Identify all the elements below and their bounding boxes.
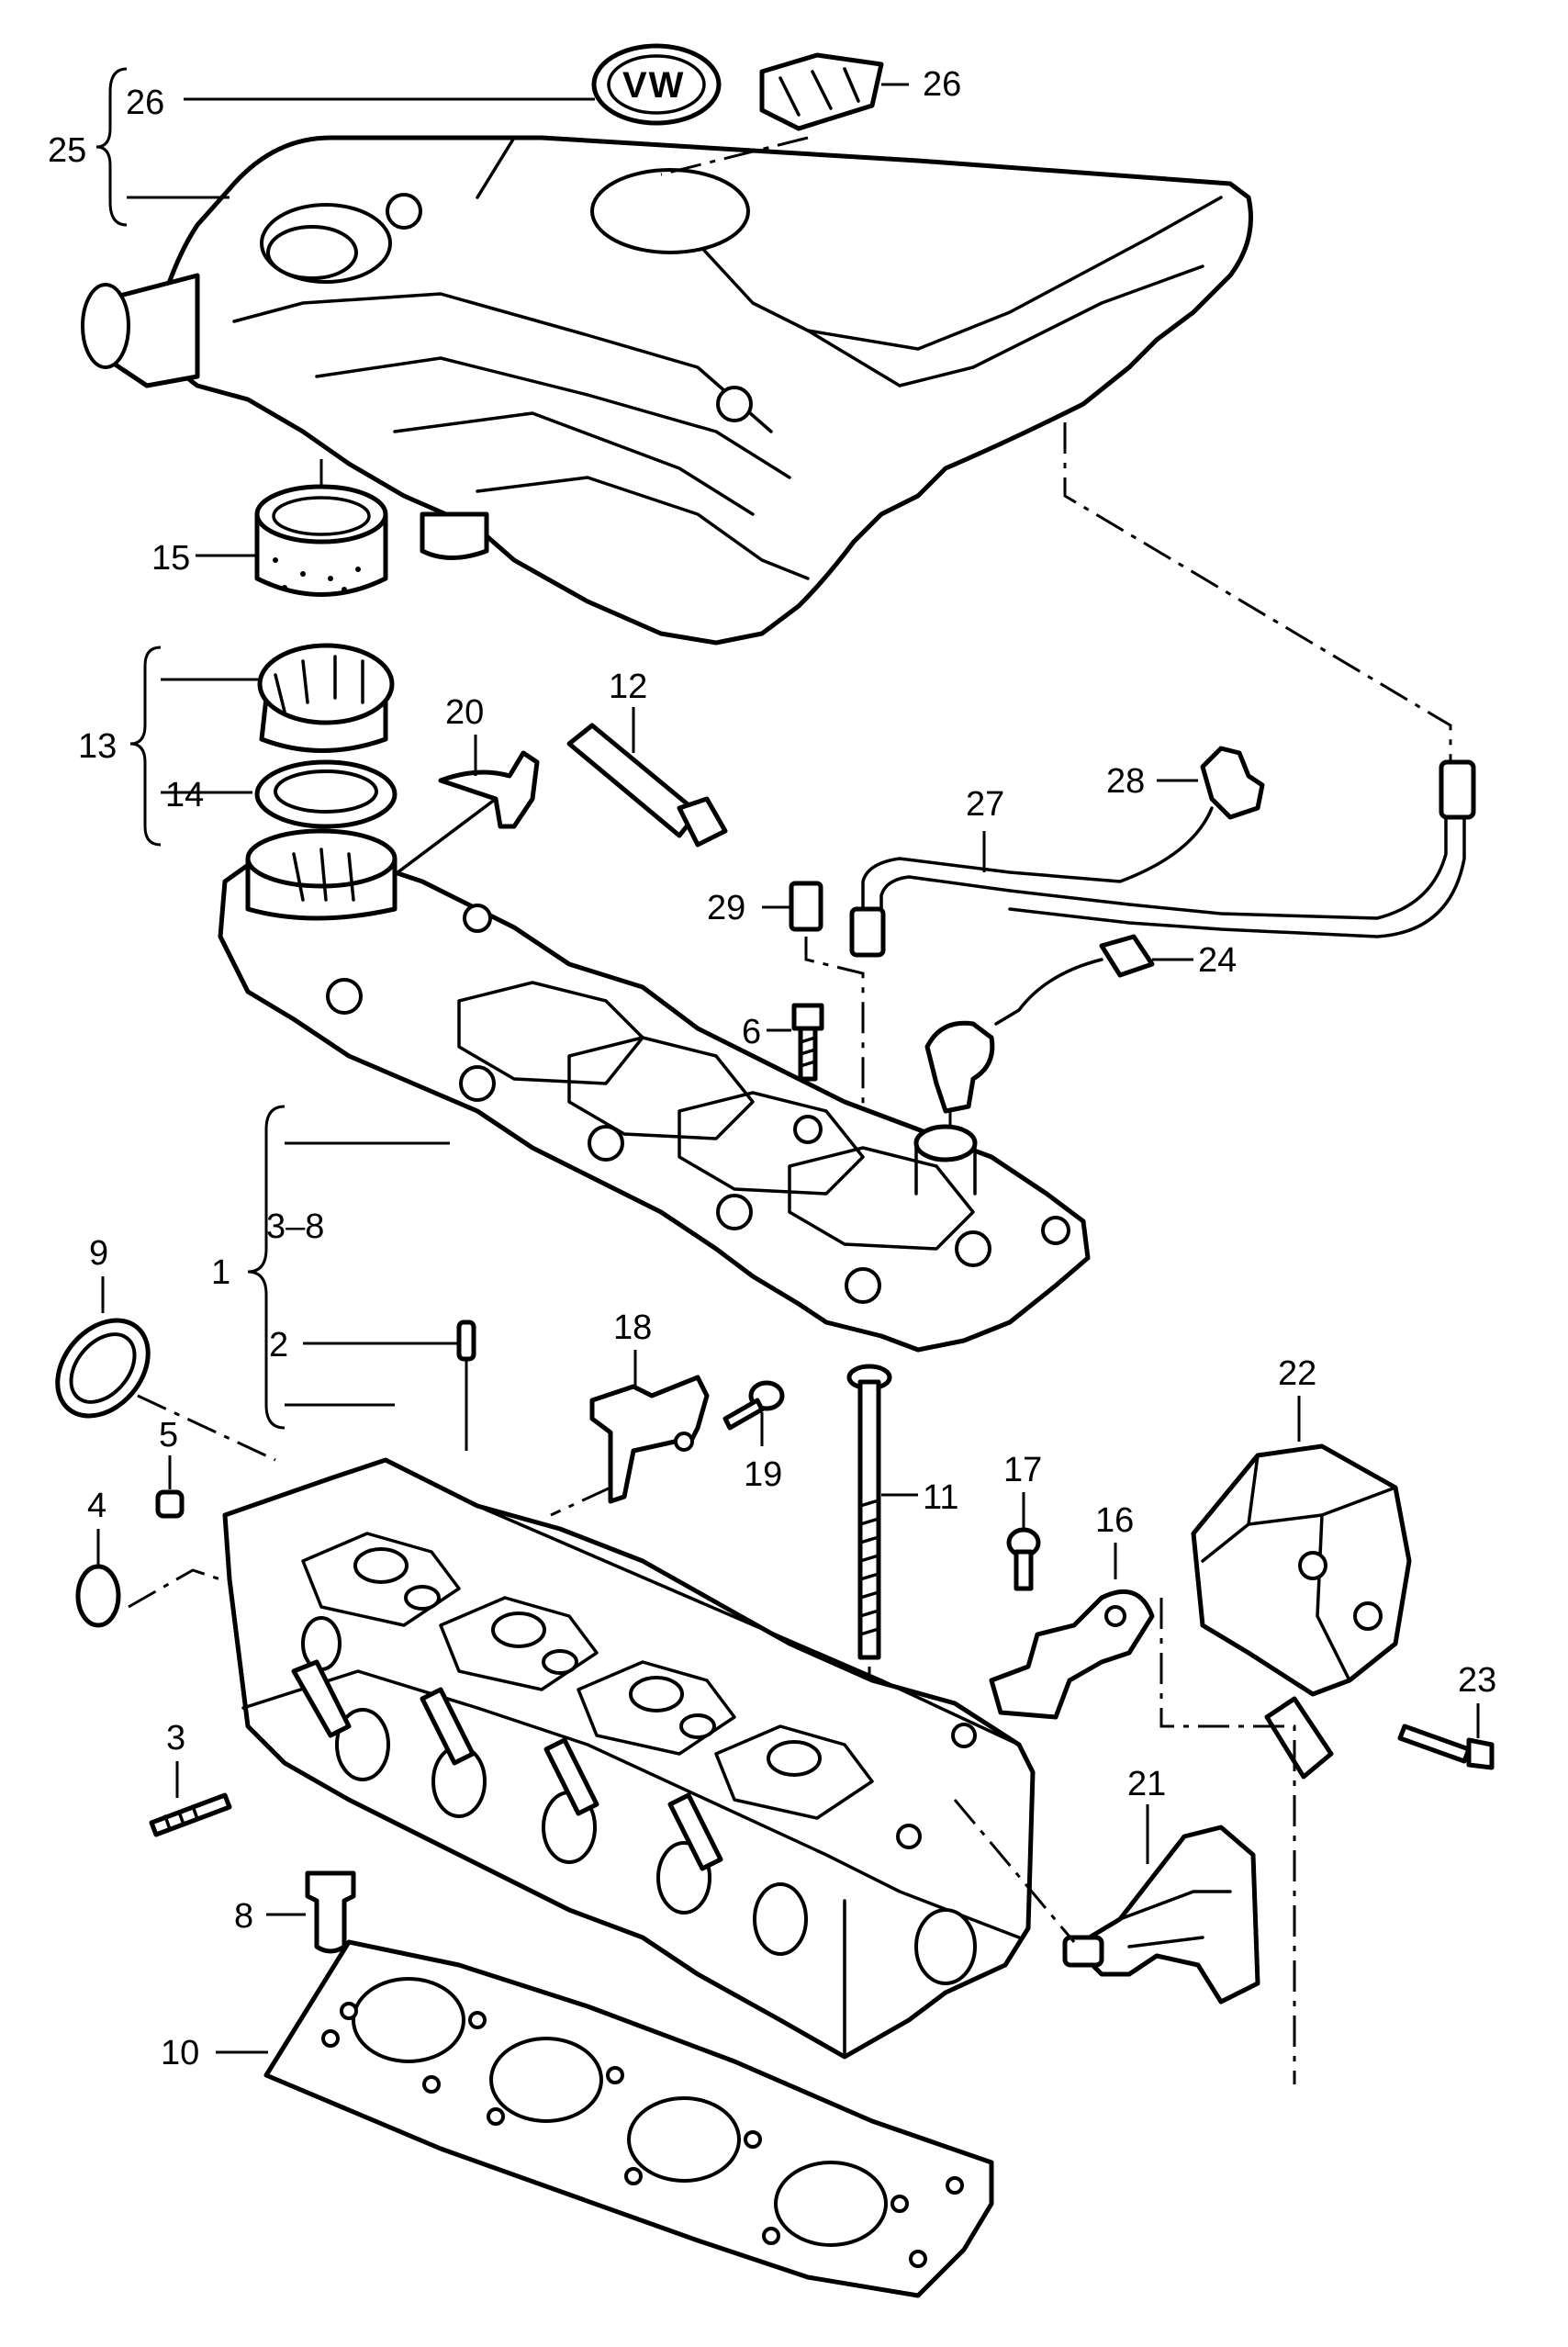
label-11: 11 [923, 1478, 958, 1517]
bolt-6 [767, 1003, 824, 1082]
camshaft-housing [218, 828, 1091, 1353]
label-19: 19 [744, 1455, 782, 1494]
bracket-1 [247, 1105, 286, 1430]
bracket-21 [953, 1799, 1260, 2004]
vw-lettering-part [660, 52, 909, 176]
label-25: 25 [48, 131, 86, 170]
label-3: 3 [166, 1719, 185, 1757]
label-18: 18 [613, 1308, 652, 1347]
sealant-tube-12 [566, 707, 728, 848]
label-2: 2 [269, 1326, 288, 1364]
label-15: 15 [151, 539, 190, 578]
label-16: 16 [1095, 1501, 1134, 1540]
cylinder-head [222, 1457, 1036, 2060]
label-27: 27 [966, 785, 1004, 824]
label-10: 10 [161, 2034, 199, 2072]
head-gasket-10 [216, 1939, 994, 2298]
ignition-coil-22 [1159, 1396, 1412, 2084]
engine-cover [81, 135, 1452, 762]
label-26-right: 26 [923, 65, 961, 104]
sender-24 [924, 934, 1193, 1139]
label-20: 20 [445, 693, 484, 732]
label-14: 14 [165, 776, 204, 814]
label-12: 12 [609, 668, 647, 706]
dowel-pin-2 [303, 1319, 476, 1451]
label-24: 24 [1198, 941, 1237, 980]
label-21: 21 [1127, 1765, 1166, 1803]
cap-4 [75, 1529, 221, 1628]
label-9: 9 [89, 1234, 108, 1273]
breather-valve-20 [384, 735, 540, 883]
bolt-23 [1397, 1703, 1495, 1770]
vent-hose-27 [849, 759, 1476, 958]
label-22: 22 [1278, 1354, 1316, 1393]
hose-clip-28 [1157, 746, 1265, 820]
screw-19 [722, 1380, 785, 1446]
oil-seal-9 [55, 1276, 276, 1462]
screw-17 [1006, 1492, 1041, 1591]
bracket-18 [550, 1350, 710, 1517]
label-1: 1 [211, 1253, 230, 1292]
plug-5 [155, 1455, 185, 1519]
vw-emblem-part: VW [184, 43, 722, 126]
bracket-16 [989, 1543, 1155, 1720]
label-13: 13 [78, 727, 117, 766]
valve-guide-8 [266, 1870, 356, 1954]
sleeve-29 [762, 881, 865, 1139]
bracket-25 [95, 67, 128, 227]
part-number-labels: 26 26 25 15 13 14 20 12 28 27 29 24 6 1 … [48, 65, 1496, 2072]
label-26-left: 26 [126, 84, 164, 122]
label-4: 4 [87, 1487, 106, 1525]
bracket-13 [129, 646, 162, 847]
label-6: 6 [742, 1013, 761, 1051]
label-3-8: 3–8 [266, 1207, 324, 1246]
oil-filler-cap [257, 643, 395, 753]
cap-seal-14 [254, 759, 398, 829]
seal-ring-15 [196, 459, 388, 597]
label-28: 28 [1106, 762, 1145, 801]
stud-3 [149, 1761, 232, 1837]
label-29: 29 [707, 889, 745, 927]
emblem-text: VW [622, 65, 685, 106]
head-bolt-11 [846, 1364, 918, 1800]
label-17: 17 [1003, 1451, 1042, 1489]
label-5: 5 [159, 1416, 178, 1454]
label-8: 8 [234, 1897, 253, 1936]
label-23: 23 [1458, 1661, 1496, 1700]
